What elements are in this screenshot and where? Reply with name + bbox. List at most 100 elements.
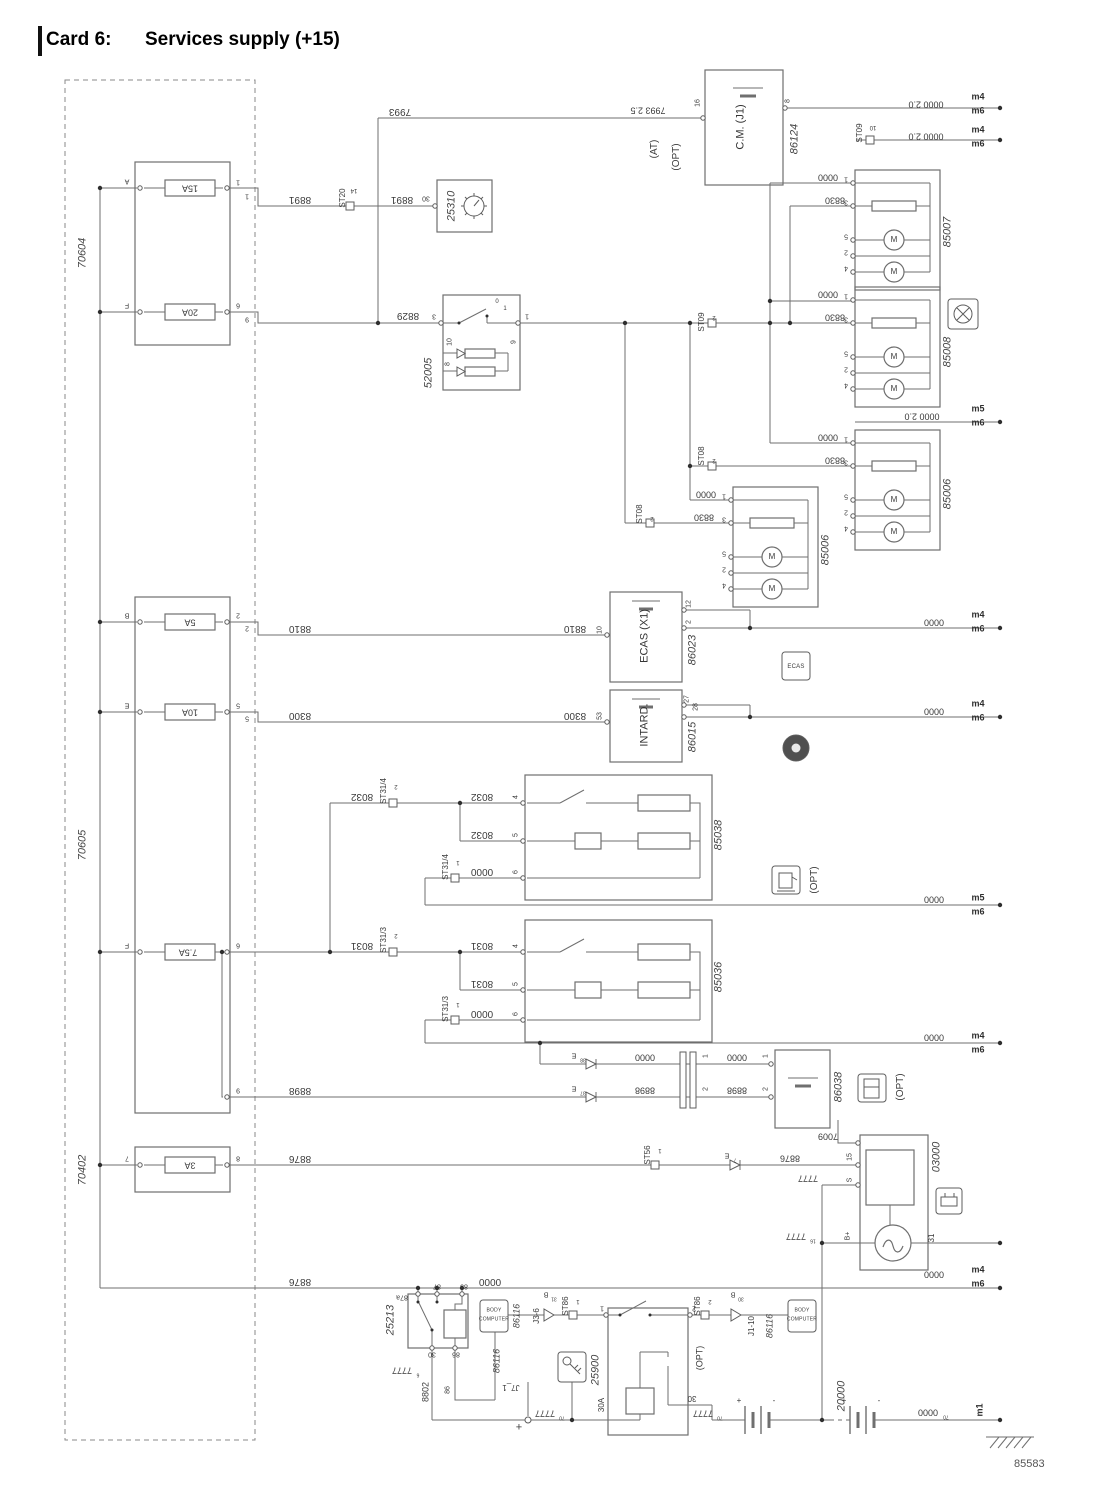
cm-module-box <box>704 69 784 186</box>
motor-85006-id: 85006 <box>819 534 832 566</box>
resistor <box>464 348 496 359</box>
fuse-terminal: F <box>124 941 130 949</box>
wire-8810: 8810 <box>563 623 587 634</box>
alternator-03000-id: 03000 <box>930 1141 943 1173</box>
resistor <box>871 460 917 472</box>
switch-pos-1: 1 <box>503 306 507 312</box>
pin-1: 1 <box>844 175 848 183</box>
motor-85006-id: 85006 <box>941 478 954 510</box>
b31-terminal-icon <box>543 1308 555 1322</box>
connector-st31-4: ST31/4 <box>379 778 388 804</box>
connector-st31-3: ST31/3 <box>441 996 450 1022</box>
body-computer-icon <box>479 1299 509 1333</box>
relay-25900-box <box>607 1307 689 1436</box>
ground-m4: m4 <box>971 609 985 620</box>
top-wires <box>230 107 1000 524</box>
switch-pos-0: 0 <box>495 299 499 305</box>
resistor <box>464 366 496 377</box>
fuse-terminal: A <box>124 177 130 185</box>
component-25310-id: 25310 <box>445 190 458 222</box>
terminal-b31-sub: 31 <box>551 1295 557 1302</box>
fuse-terminal: B <box>124 611 130 619</box>
fuse-10a <box>164 703 216 721</box>
plus-node: + <box>515 1421 523 1434</box>
body-computer-icon <box>787 1299 817 1333</box>
wire-8300: 8300 <box>288 710 312 721</box>
pin-5: 5 <box>512 833 520 837</box>
fuse-rating: 10A <box>181 707 199 718</box>
fuse-panel-dashed-box <box>64 79 256 1441</box>
motor-symbol <box>883 261 905 283</box>
wire-7777: 7777 <box>534 1408 556 1419</box>
page-title-name: Services supply (+15) <box>145 29 340 50</box>
intard-module-name: INTARD. <box>638 703 651 747</box>
motor-85007-id: 85007 <box>941 216 954 248</box>
ground-m6: m6 <box>971 138 985 149</box>
pin-4: 4 <box>844 381 848 389</box>
diode-e37-sub: 37 <box>580 1089 586 1096</box>
connector-pin: 2 <box>394 932 398 938</box>
relay-52005-id: 52005 <box>422 357 435 389</box>
wire-8891: 8891 <box>288 194 312 205</box>
st09-connector-icon <box>707 318 717 328</box>
st08-connector-icon <box>707 461 717 471</box>
pin-5: 5 <box>512 982 520 986</box>
wire-7777-section: 6 <box>416 1371 420 1378</box>
component-85038-id: 85038 <box>712 819 725 851</box>
fuse-pin: 2 <box>236 611 240 619</box>
connector-st09: ST09 <box>697 312 706 332</box>
fuse-rating: 20A <box>181 307 199 318</box>
motor-symbol <box>883 378 905 400</box>
fuse-pin: 1 <box>236 178 240 186</box>
motor-85006b-box <box>732 486 819 608</box>
battery-20000-id: 20000 <box>835 1380 848 1412</box>
opt-label: (OPT) <box>694 1345 705 1371</box>
wire-0000-section: 0000 2.0 <box>908 99 944 110</box>
st31-connector-icon <box>388 947 398 957</box>
st86-connector-icon <box>568 1310 578 1320</box>
diode-e38: E <box>571 1051 577 1059</box>
fuse-rating: 5A <box>184 617 196 628</box>
motor-85008-id: 85008 <box>941 336 954 368</box>
pin-4: 4 <box>844 524 848 532</box>
pin-30: 30 <box>422 194 430 202</box>
st56-connector-icon <box>650 1160 660 1170</box>
connector-pin: 1 <box>576 1298 580 1304</box>
wire-0000: 0000 <box>817 432 839 443</box>
st31-connector-icon <box>388 798 398 808</box>
alternator-symbol <box>874 1224 912 1262</box>
connector-st86: ST86 <box>561 1296 570 1316</box>
diode-e38-icon <box>585 1058 598 1070</box>
ground-m4: m4 <box>971 124 985 135</box>
ground-m1: m1 <box>974 1403 985 1417</box>
pin-2: 2 <box>762 1087 770 1091</box>
terminal-b30: B <box>730 1290 736 1298</box>
pin-53: 53 <box>596 712 604 720</box>
body-computer-label: COMPUTER <box>478 1316 510 1323</box>
wire-0000: 0000 <box>695 489 717 500</box>
component-86116-id: 86116 <box>491 1348 502 1374</box>
ground-m6: m6 <box>971 417 985 428</box>
connector-st08-pin: 2 <box>712 457 716 463</box>
drawing-number: 85583 <box>1014 1458 1045 1470</box>
wire-7777-section: 70 <box>717 1414 723 1421</box>
motor-symbol <box>883 346 905 368</box>
resistor <box>749 517 795 529</box>
wire-7777: 7777 <box>797 1173 819 1184</box>
pin-8: 8 <box>784 99 792 103</box>
pin-4: 4 <box>844 264 848 272</box>
heater-fan-icon <box>947 298 979 330</box>
diode-e7: E <box>724 1151 730 1159</box>
pin-30a: 30A <box>597 1397 606 1413</box>
wire-0000: 0000 <box>470 1008 494 1019</box>
alternator-regulator-box <box>865 1149 915 1206</box>
terminal-b31: B <box>543 1290 549 1298</box>
ground-m5: m5 <box>971 403 985 414</box>
pin-4: 4 <box>512 795 520 799</box>
pin-s: S <box>846 1177 854 1183</box>
fusebox-70605-id: 70605 <box>76 829 89 861</box>
pin-86: 86 <box>444 1386 452 1394</box>
fuse-pin: 9 <box>236 1086 240 1094</box>
pin-3: 3 <box>844 458 848 466</box>
pin-87: 87 <box>433 1282 441 1290</box>
